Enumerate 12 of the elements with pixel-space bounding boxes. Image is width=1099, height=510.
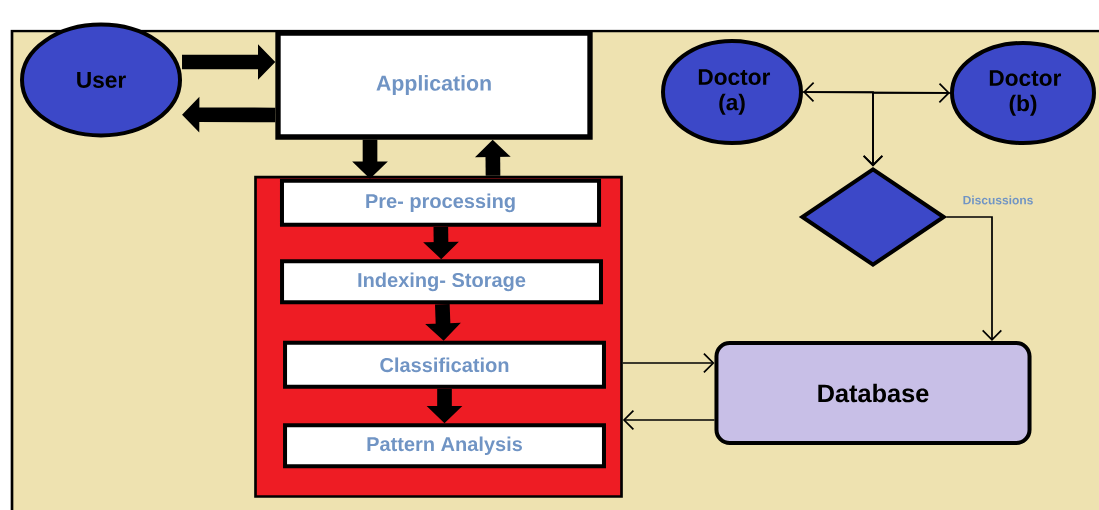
step-box: Pattern Analysis bbox=[283, 423, 606, 469]
step-box: Pre- processing bbox=[280, 178, 602, 227]
application-box: Application bbox=[275, 30, 593, 140]
arrow bbox=[621, 352, 715, 374]
arrow bbox=[862, 92, 951, 167]
database-box: Database bbox=[714, 341, 1032, 445]
edge-label: Discussions bbox=[963, 195, 1033, 205]
arrow bbox=[622, 409, 716, 431]
step-box: Indexing- Storage bbox=[280, 259, 603, 305]
arrow bbox=[803, 81, 950, 104]
arrow bbox=[945, 216, 1003, 341]
step-box: Classification bbox=[283, 340, 606, 389]
